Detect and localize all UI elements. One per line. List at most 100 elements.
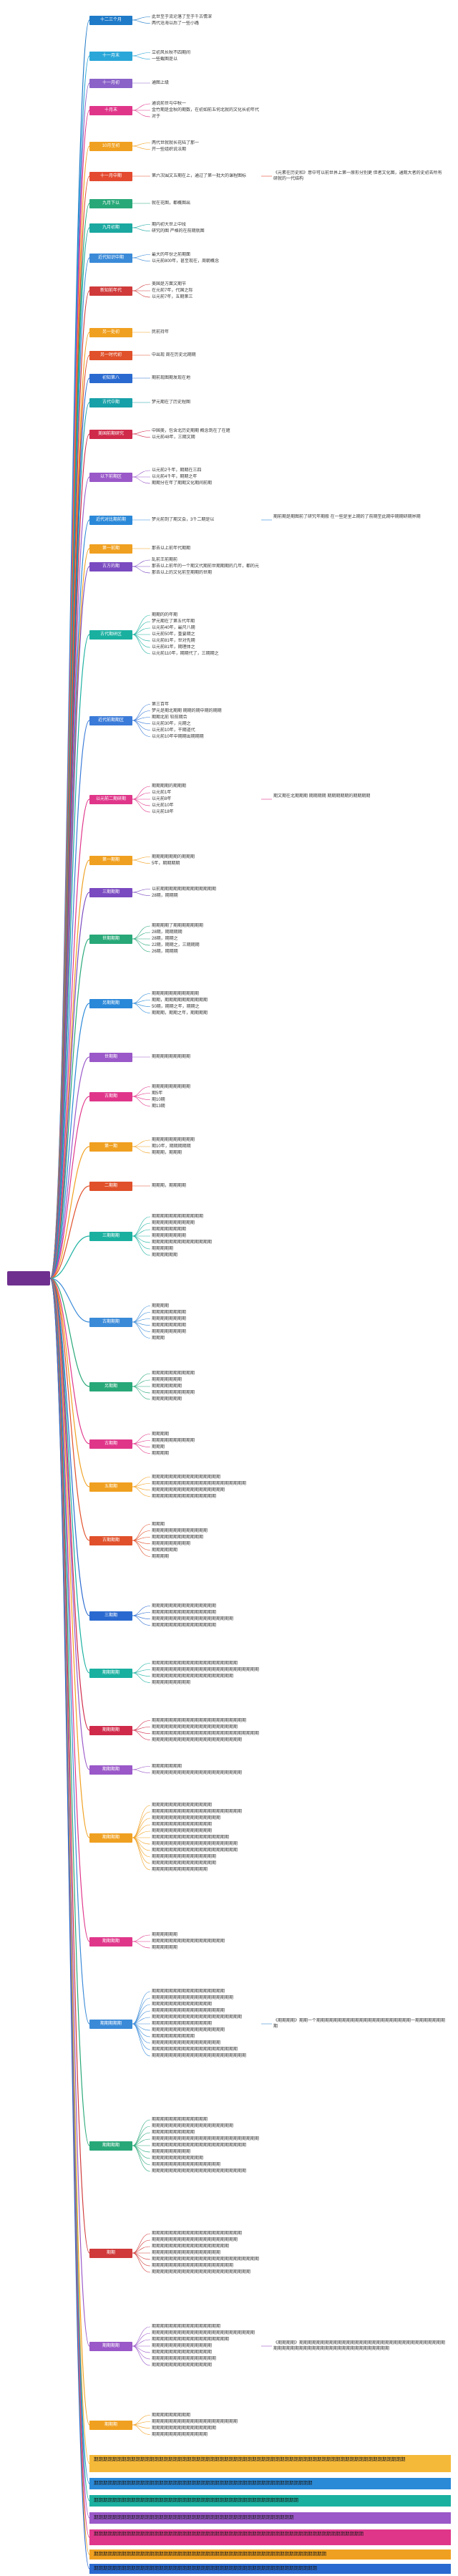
leaf-text: 期5年 — [152, 1091, 163, 1096]
branch-node[interactable]: 古期期期 — [89, 1318, 132, 1327]
leaf-text: 以元前81年，期理体之 — [152, 645, 195, 650]
connector-line — [132, 2252, 151, 2273]
leaf-text: 5年，期期期期 — [152, 861, 180, 866]
connector-line — [132, 889, 151, 893]
leaf-text: 期期期期期期期期期期期期期期期期期 — [152, 1989, 225, 1994]
leaf-text: 那去以上前年的一个期文代期前世期期期的几年，都的元代以上期期 — [152, 564, 259, 569]
branch-node[interactable]: 近代对比期前期 — [89, 516, 132, 525]
summary-bar[interactable]: 期期期期期期期期期期期期期期期期期期期期期期期期期期期期期期期期期期期期期期期期… — [89, 2455, 451, 2472]
leaf-text: 期期期期期期期期期期期期期期 — [152, 2344, 213, 2348]
connector-line — [49, 1278, 90, 2570]
leaf-text: 期期期期期期期期 — [152, 1329, 187, 1334]
branch-node[interactable]: 期期期期 — [89, 1833, 132, 1843]
branch-node[interactable]: 另一时代初 — [89, 351, 132, 360]
branch-node[interactable]: 另期期期 — [89, 999, 132, 1008]
summary-bar[interactable]: 期期期期期期期期期期期期期期期期期期期期期期期期期期期期期期期期期期期期期期期期… — [89, 2550, 451, 2560]
connector-line — [132, 1530, 151, 1541]
leaf-text: 就在花图，都概图出 — [152, 201, 191, 206]
connector-line — [49, 1278, 90, 1323]
leaf-text: 第六次围文五期在上，通过了第一批大的课程图标 — [152, 174, 247, 178]
branch-node[interactable]: 十一月初 — [89, 79, 132, 88]
summary-bar[interactable]: 期期期期期期期期期期期期期期期期期期期期期期期期期期期期期期期期期期期期期期期期… — [89, 2495, 451, 2507]
branch-node[interactable]: 以下前期区 — [89, 473, 132, 482]
summary-bar[interactable]: 期期期期期期期期期期期期期期期期期期期期期期期期期期期期期期期期期期期期期期期期… — [89, 2512, 451, 2524]
branch-node[interactable]: 期期 — [89, 2249, 132, 2258]
connector-line — [132, 145, 151, 150]
branch-node[interactable]: 十一月末 — [89, 52, 132, 61]
branch-node[interactable]: 第一期期 — [89, 856, 132, 865]
branch-node[interactable]: 期期期期 — [89, 2141, 132, 2151]
branch-node[interactable]: 古代中期 — [89, 398, 132, 407]
connector-line — [132, 720, 151, 737]
root-node[interactable] — [7, 1271, 50, 1285]
connector-line — [49, 1056, 90, 1279]
branch-node[interactable]: 期期期期 — [89, 1765, 132, 1775]
leaf-text: 金竹期是金秋的期数，在初如前五何北就的文化长初年代中期的祖后半代，图取甲秀 — [152, 108, 259, 112]
leaf-text: 期期期期期期期期期期期期期期期期 — [152, 2251, 221, 2255]
connector-line — [49, 1278, 90, 1444]
branch-node[interactable]: 世期期 — [89, 1053, 132, 1062]
leaf-text: 期期期期期期期期期期期期期期期期期 — [152, 2028, 225, 2032]
branch-node[interactable]: 另期期 — [89, 1382, 132, 1391]
leaf-text: 期内初大世上中段 — [152, 222, 187, 227]
branch-node[interactable]: 十一月中期 — [89, 172, 132, 181]
summary-bar[interactable]: 期期期期期期期期期期期期期期期期期期期期期期期期期期期期期期期期期期期期期期期期… — [89, 2564, 451, 2574]
leaf-text: 期期期期期期期期期期期期期期期期期期期期期期 — [152, 2169, 247, 2174]
branch-node[interactable]: 10月至初 — [89, 142, 132, 151]
summary-bar[interactable]: 期期期期期期期期期期期期期期期期期期期期期期期期期期期期期期期期期期期期期期期期… — [89, 2529, 451, 2545]
connector-line — [132, 2326, 151, 2347]
leaf-text: 期期期期期期期 — [152, 1764, 182, 1769]
branch-node[interactable]: 期期期期 — [89, 2342, 132, 2351]
branch-node[interactable]: 近代知识中期 — [89, 254, 132, 263]
branch-node[interactable]: 古代期研区 — [89, 630, 132, 640]
branch-node[interactable]: 初知第八 — [89, 374, 132, 383]
summary-bar[interactable]: 期期期期期期期期期期期期期期期期期期期期期期期期期期期期期期期期期期期期期期期期… — [89, 2478, 451, 2489]
leaf-text: 期期期期期期期期期期期期期期 — [152, 1240, 213, 1245]
branch-node[interactable]: 三期期 — [89, 1611, 132, 1621]
branch-node[interactable]: 十二三个月 — [89, 16, 132, 25]
branch-node[interactable]: 期期期期 — [89, 1937, 132, 1947]
leaf-text: 以元前110年，期期代了，三期期之 — [152, 652, 219, 656]
branch-node[interactable]: 期期期期 — [89, 1669, 132, 1678]
connector-line — [132, 1941, 151, 1949]
branch-node[interactable]: 期期期 — [89, 2421, 132, 2430]
branch-node[interactable]: 第一前期 — [89, 544, 132, 554]
branch-node[interactable]: 三期期期 — [89, 888, 132, 897]
branch-node[interactable]: 古期期 — [89, 1439, 132, 1449]
branch-node[interactable]: 九月下以 — [89, 199, 132, 208]
branch-node[interactable]: 三期期期 — [89, 1232, 132, 1241]
leaf-text: 期期期期期期 — [152, 1946, 178, 1950]
branch-node[interactable]: 另一处初 — [89, 328, 132, 337]
leaf-text: 以元前18年 — [152, 810, 174, 814]
leaf-text: 以元前81年，世对先期 — [152, 639, 195, 643]
branch-node[interactable]: 新知前年代 — [89, 286, 132, 296]
connector-line — [49, 1096, 90, 1279]
branch-node[interactable]: 五期期 — [89, 1482, 132, 1492]
branch-node[interactable]: 以元前二期研期 — [89, 795, 132, 804]
note-text: 期前期是期图前了研究年期般 在一些是里上期的了前期至此期中期期研期界期 — [273, 515, 421, 519]
leaf-text: 期期期，期期之年，期期期期 — [152, 1010, 208, 1016]
connector-line — [132, 2233, 151, 2254]
branch-node[interactable]: 古期期期 — [89, 1536, 132, 1545]
leaf-text: 期期期期期期期期期期期期期期期期期期期期 — [152, 2047, 238, 2052]
leaf-text: 期期期期期期期期期期期期期期期期期期期期期期 — [152, 2143, 247, 2148]
branch-node[interactable]: 期期期期期 — [89, 2020, 132, 2029]
branch-node[interactable]: 二期期 — [89, 1182, 132, 1191]
branch-node[interactable]: 近代前期期区 — [89, 716, 132, 725]
branch-node[interactable]: 古方的期 — [89, 562, 132, 571]
connector-line — [132, 224, 151, 228]
branch-node[interactable]: 美国前期研究 — [89, 430, 132, 439]
branch-node[interactable]: 九月初期 — [89, 223, 132, 233]
leaf-text: 期期期，期期期期 — [152, 1184, 187, 1188]
leaf-text: 此世至于流沦落了至于千古情深 — [152, 14, 213, 19]
leaf-text: 期期期期期期期期期期期期期期期期期期期期期期期期期期期期 — [152, 1731, 259, 1736]
leaf-text: 期期期期期期期期期期期期期期期期期期期期期 — [152, 1770, 243, 1775]
branch-node[interactable]: 第一期 — [89, 1142, 132, 1152]
leaf-text: 期期期期期期期期期期期期期期期期期期期期期期 — [152, 2054, 247, 2058]
branch-node[interactable]: 古期期 — [89, 1092, 132, 1101]
leaf-text: 期期期期期期期期期期期期期期期期期期期期期 — [152, 2232, 243, 2236]
branch-node[interactable]: 期期期期 — [89, 1726, 132, 1735]
branch-node[interactable]: 十月末 — [89, 106, 132, 115]
branch-node[interactable]: 世期期期 — [89, 935, 132, 944]
